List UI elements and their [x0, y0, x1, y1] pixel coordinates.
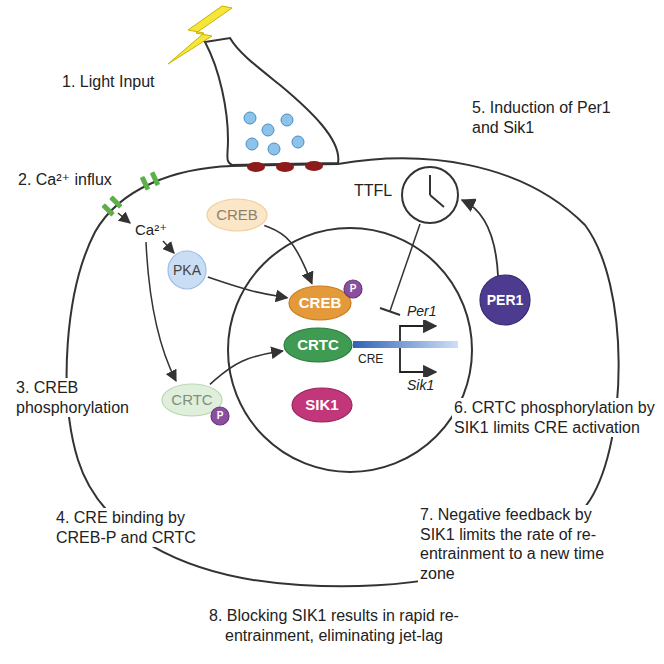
phosphate-circle: P — [210, 406, 230, 426]
node-text: P — [217, 410, 224, 422]
influx-arrow — [118, 213, 130, 223]
channel-half — [109, 195, 122, 208]
kinase-circle: PKA — [167, 250, 207, 290]
feedback-arrow — [462, 200, 498, 276]
calcium-channel — [140, 171, 160, 190]
vesicle — [246, 138, 258, 150]
cre-element — [353, 341, 458, 348]
vesicle — [262, 124, 274, 136]
node-shape — [211, 407, 229, 425]
node-text: CREB — [299, 294, 342, 311]
node-text: PKA — [173, 262, 201, 278]
channel-half — [101, 203, 114, 216]
channel-half — [150, 171, 160, 186]
node-text: CRTC — [297, 336, 339, 353]
node-shape — [480, 275, 530, 325]
node-shape — [284, 328, 352, 362]
gene-label: Per1 — [405, 303, 439, 320]
step-annotation: 1. Light Input — [60, 72, 157, 92]
node-shape — [207, 199, 267, 231]
protein-circle: PER1 — [479, 274, 531, 326]
clock-hand — [429, 175, 431, 195]
nucleus — [228, 228, 472, 472]
step-annotation: 5. Induction of Per1 and Sik1 — [470, 98, 624, 137]
vesicle — [281, 114, 293, 126]
vesicle — [244, 112, 256, 124]
activation-arrow — [264, 225, 312, 283]
transcription-arrow — [400, 348, 436, 372]
receptor — [247, 162, 265, 172]
phosphate-circle: P — [343, 279, 363, 299]
activation-arrow — [163, 241, 174, 253]
step-annotation: 7. Negative feedback by SIK1 limits the … — [418, 505, 627, 583]
protein-ellipse: CREB — [206, 198, 268, 232]
receptors — [247, 161, 323, 172]
receptor — [305, 161, 323, 171]
channel-half — [140, 176, 150, 191]
inhibition-bar — [380, 308, 400, 315]
node-text: CRTC — [171, 391, 212, 408]
step-annotation: 4. CRE binding by CREB-P and CRTC — [54, 508, 218, 547]
node-text: PER1 — [487, 292, 524, 308]
clock — [402, 167, 458, 223]
element-label: CRE — [356, 352, 385, 367]
activation-arrow — [210, 351, 283, 384]
receptor — [276, 162, 294, 172]
node-text: P — [350, 283, 357, 295]
node-shape — [289, 286, 351, 320]
protein-ellipse: CRTC — [283, 327, 353, 363]
synaptic-vesicles — [244, 112, 304, 155]
vesicle — [268, 143, 280, 155]
vesicle — [292, 136, 304, 148]
node-shape — [168, 251, 206, 289]
node-shape — [292, 388, 352, 422]
protein-ellipse: CREB — [288, 285, 352, 321]
ion-label: Ca²⁺ — [133, 221, 169, 239]
step-annotation: 6. CRTC phosphorylation by SIK1 limits C… — [452, 398, 661, 437]
presynaptic-terminal — [205, 38, 338, 165]
step-annotation: 3. CREB phosphorylation — [14, 378, 148, 417]
protein-ellipse: SIK1 — [291, 387, 353, 423]
gene-label: Sik1 — [405, 377, 436, 394]
node-shape — [344, 280, 362, 298]
node-text: SIK1 — [305, 396, 338, 413]
clock-label: TTFL — [352, 181, 394, 201]
transcription-arrow — [400, 326, 436, 341]
node-text: CREB — [216, 206, 258, 223]
step-annotation: 2. Ca²⁺ influx — [16, 170, 114, 190]
inhibition-line — [390, 224, 420, 311]
step-annotation: 8. Blocking SIK1 results in rapid re-ent… — [172, 606, 496, 645]
activation-arrow — [208, 277, 287, 298]
clock-hand — [430, 195, 444, 207]
